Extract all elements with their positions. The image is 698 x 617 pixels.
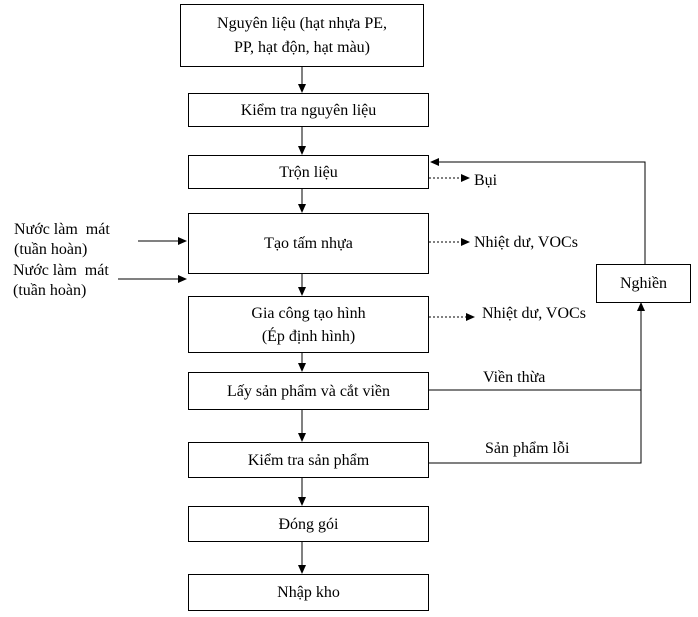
step-inspect-product: Kiểm tra sản phẩm — [188, 442, 429, 478]
step-inspect-material-label: Kiểm tra nguyên liệu — [240, 101, 377, 119]
step-shaping-line1: Gia công tạo hình — [251, 304, 366, 322]
step-mixing: Trộn liệu — [188, 155, 429, 189]
input-cooling-2-line1: Nước làm mát — [13, 262, 109, 279]
step-raw-material-line1: Nguyên liệu (hạt nhựa PE, — [217, 14, 387, 32]
step-raw-material-line2: PP, hạt độn, hạt màu) — [234, 38, 370, 56]
step-shaping-line2: (Ép định hình) — [261, 327, 356, 345]
input-cooling-1-line2: (tuần hoàn) — [14, 241, 88, 258]
step-grinding: Nghiền — [596, 264, 691, 303]
input-cooling-1-line1: Nước làm mát — [14, 221, 110, 238]
input-cooling-2-label: Nước làm mát (tuần hoàn) — [13, 261, 109, 301]
step-inspect-material: Kiểm tra nguyên liệu — [188, 93, 429, 127]
step-mixing-label: Trộn liệu — [279, 163, 338, 181]
input-cooling-1-label: Nước làm mát (tuần hoàn) — [14, 220, 110, 260]
return-trim-waste-label: Viền thừa — [483, 369, 546, 386]
step-shaping: Gia công tạo hình (Ép định hình) — [188, 296, 429, 353]
step-packing-label: Đóng gói — [278, 515, 339, 533]
step-raw-material: Nguyên liệu (hạt nhựa PE, PP, hạt độn, h… — [180, 4, 424, 67]
emission-dust-label: Bụi — [474, 172, 498, 189]
input-cooling-2-line2: (tuần hoàn) — [13, 282, 87, 299]
step-sheet-forming-label: Tạo tấm nhựa — [264, 235, 353, 252]
step-storage-label: Nhập kho — [277, 584, 340, 601]
emission-heat-vocs-2-label: Nhiệt dư, VOCs — [482, 305, 586, 322]
step-trimming: Lấy sản phẩm và cắt viền — [188, 372, 429, 410]
line-defects-return — [429, 390, 642, 464]
return-defects-label: Sản phẩm lỗi — [485, 440, 570, 457]
step-sheet-forming: Tạo tấm nhựa — [188, 213, 429, 274]
step-grinding-label: Nghiền — [619, 275, 668, 292]
step-storage: Nhập kho — [188, 574, 429, 611]
step-inspect-product-label: Kiểm tra sản phẩm — [247, 451, 370, 469]
emission-heat-vocs-1-label: Nhiệt dư, VOCs — [474, 234, 578, 251]
step-packing: Đóng gói — [188, 506, 429, 542]
step-trimming-label: Lấy sản phẩm và cắt viền — [226, 382, 391, 400]
arrow-grinding-to-mixing — [430, 158, 646, 264]
